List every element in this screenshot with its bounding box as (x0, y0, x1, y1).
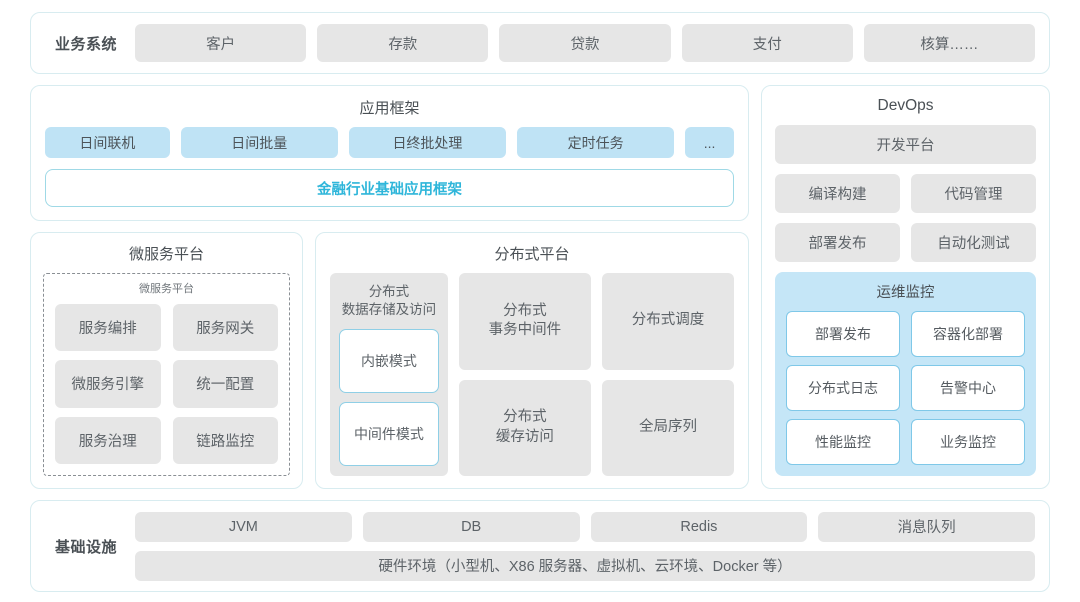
business-chip-payment[interactable]: 支付 (681, 24, 853, 62)
micro-chip-service-governance[interactable]: 服务治理 (55, 416, 161, 464)
appfw-chip-daytime-online[interactable]: 日间联机 (45, 127, 170, 158)
devops-chip-dev-platform[interactable]: 开发平台 (775, 125, 1036, 164)
infrastructure-label: 基础设施 (55, 538, 118, 556)
dist-cell-cache-access[interactable]: 分布式 缓存访问 (458, 379, 591, 476)
appfw-chip-daytime-batch[interactable]: 日间批量 (180, 127, 338, 158)
business-chip-customer[interactable]: 客户 (135, 24, 307, 62)
platforms-row: 微服务平台 微服务平台 服务编排 服务网关 微服务引擎 统一配置 服务治理 链路… (30, 232, 749, 489)
ops-chip-containerized-deploy[interactable]: 容器化部署 (911, 311, 1025, 357)
infrastructure-stack: JVM DB Redis 消息队列 硬件环境（小型机、X86 服务器、虚拟机、云… (135, 511, 1036, 581)
micro-chip-service-orchestration[interactable]: 服务编排 (55, 304, 161, 352)
devops-chip-automated-testing[interactable]: 自动化测试 (911, 223, 1036, 262)
business-systems-label: 业务系统 (55, 35, 118, 53)
infrastructure-panel: 基础设施 JVM DB Redis 消息队列 硬件环境（小型机、X86 服务器、… (30, 500, 1050, 592)
infra-chip-redis[interactable]: Redis (590, 511, 808, 542)
business-chip-accounting[interactable]: 核算…… (863, 24, 1036, 62)
left-column: 应用框架 日间联机 日间批量 日终批处理 定时任务 ... 金融行业基础应用框架… (30, 85, 749, 489)
business-chip-deposit[interactable]: 存款 (317, 24, 489, 62)
dist-mode-middleware[interactable]: 中间件模式 (339, 402, 439, 466)
infra-chip-hardware-environment[interactable]: 硬件环境（小型机、X86 服务器、虚拟机、云环境、Docker 等） (135, 550, 1035, 581)
micro-chip-unified-config[interactable]: 统一配置 (172, 360, 278, 408)
distributed-platform-title: 分布式平台 (494, 246, 570, 263)
application-framework-title: 应用框架 (359, 100, 420, 117)
ops-chip-deploy-release[interactable]: 部署发布 (786, 311, 900, 357)
infra-chip-db[interactable]: DB (362, 511, 580, 542)
microservice-platform-panel: 微服务平台 微服务平台 服务编排 服务网关 微服务引擎 统一配置 服务治理 链路… (30, 232, 303, 489)
dist-cell-scheduling[interactable]: 分布式调度 (601, 273, 734, 370)
devops-column: DevOps 开发平台 编译构建 代码管理 部署发布 自动化测试 运维监控 部署… (761, 85, 1050, 489)
devops-pair-row-2: 部署发布 自动化测试 (775, 223, 1036, 262)
ops-monitoring-title: 运维监控 (876, 285, 935, 301)
microservice-platform-title: 微服务平台 (128, 246, 204, 263)
microservice-dashed-group: 微服务平台 服务编排 服务网关 微服务引擎 统一配置 服务治理 链路监控 (43, 273, 290, 476)
infra-chip-message-queue[interactable]: 消息队列 (818, 511, 1036, 542)
dist-cell-transaction-middleware[interactable]: 分布式 事务中间件 (458, 273, 591, 370)
distributed-item-grid: 分布式 数据存储及访问 内嵌模式 中间件模式 分布式 事务中间件 分布式调度 分… (330, 273, 734, 476)
devops-chip-compile-build[interactable]: 编译构建 (775, 174, 900, 213)
micro-chip-trace-monitoring[interactable]: 链路监控 (172, 416, 278, 464)
microservice-item-grid: 服务编排 服务网关 微服务引擎 统一配置 服务治理 链路监控 (55, 304, 278, 464)
business-systems-panel: 业务系统 客户 存款 贷款 支付 核算…… (30, 12, 1050, 74)
dist-mode-embedded[interactable]: 内嵌模式 (339, 329, 439, 394)
devops-chip-code-management[interactable]: 代码管理 (911, 174, 1036, 213)
ops-chip-business-monitoring[interactable]: 业务监控 (911, 419, 1025, 465)
infra-chip-jvm[interactable]: JVM (135, 511, 352, 542)
middle-section: 应用框架 日间联机 日间批量 日终批处理 定时任务 ... 金融行业基础应用框架… (30, 85, 1050, 489)
micro-chip-microservice-engine[interactable]: 微服务引擎 (55, 360, 161, 408)
devops-pair-row-1: 编译构建 代码管理 (775, 174, 1036, 213)
ops-monitoring-panel: 运维监控 部署发布 容器化部署 分布式日志 告警中心 性能监控 业务监控 (775, 272, 1036, 476)
finance-base-framework-band: 金融行业基础应用框架 (45, 169, 734, 207)
dist-cell-data-storage-title: 分布式 数据存储及访问 (341, 284, 437, 318)
dist-cell-global-sequence[interactable]: 全局序列 (601, 379, 734, 476)
business-chip-loan[interactable]: 贷款 (499, 24, 671, 62)
ops-monitoring-grid: 部署发布 容器化部署 分布式日志 告警中心 性能监控 业务监控 (786, 311, 1025, 465)
ops-chip-distributed-log[interactable]: 分布式日志 (786, 365, 900, 411)
ops-chip-alert-center[interactable]: 告警中心 (911, 365, 1025, 411)
devops-chip-deploy-release[interactable]: 部署发布 (775, 223, 900, 262)
appfw-chip-eod-batch[interactable]: 日终批处理 (348, 127, 507, 158)
devops-panel: DevOps 开发平台 编译构建 代码管理 部署发布 自动化测试 运维监控 部署… (761, 85, 1050, 489)
microservice-inner-title: 微服务平台 (139, 283, 194, 295)
application-framework-panel: 应用框架 日间联机 日间批量 日终批处理 定时任务 ... 金融行业基础应用框架 (30, 85, 749, 221)
devops-title: DevOps (877, 97, 934, 114)
appfw-chip-more[interactable]: ... (685, 127, 734, 158)
micro-chip-service-gateway[interactable]: 服务网关 (172, 304, 278, 352)
ops-chip-performance-monitoring[interactable]: 性能监控 (786, 419, 900, 465)
dist-cell-data-storage[interactable]: 分布式 数据存储及访问 内嵌模式 中间件模式 (330, 273, 448, 476)
appfw-chip-scheduled-task[interactable]: 定时任务 (517, 127, 675, 158)
distributed-platform-panel: 分布式平台 分布式 数据存储及访问 内嵌模式 中间件模式 分布式 事务中间件 分… (315, 232, 749, 489)
infrastructure-chip-list: JVM DB Redis 消息队列 (135, 511, 1036, 542)
business-systems-chip-list: 客户 存款 贷款 支付 核算…… (135, 24, 1036, 62)
application-framework-chip-list: 日间联机 日间批量 日终批处理 定时任务 ... (45, 127, 734, 158)
